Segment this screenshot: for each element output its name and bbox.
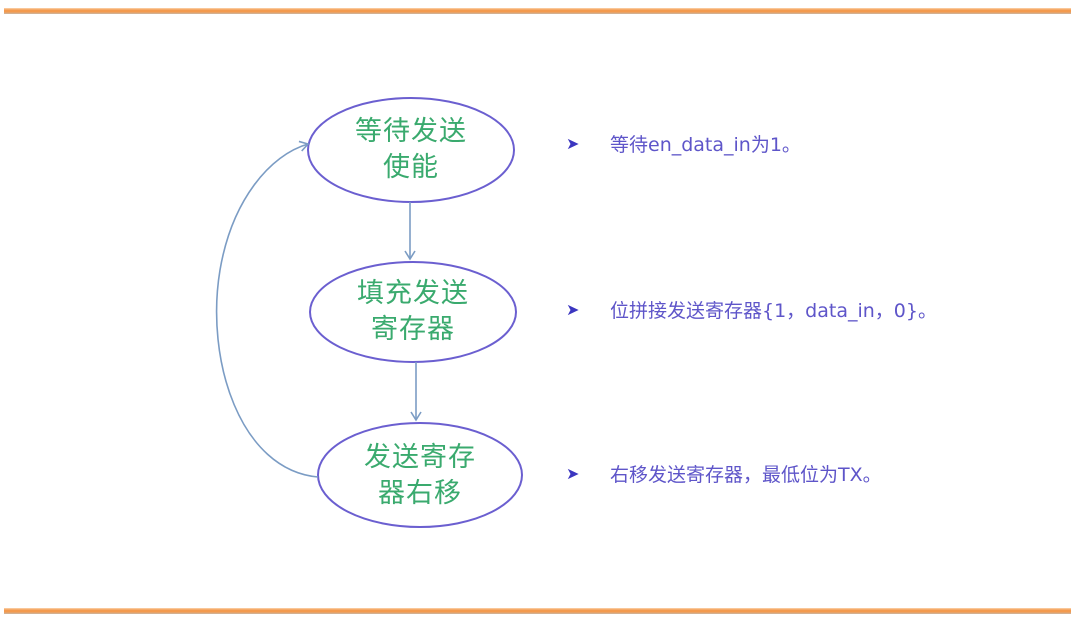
bullet-arrow-icon: ➤ <box>566 464 580 483</box>
bullet-fill: ➤ 位拼接发送寄存器{1，data_in，0}。 <box>566 296 937 323</box>
state-wait-line2: 使能 <box>383 152 439 183</box>
bullet-shift-text: 右移发送寄存器，最低位为TX。 <box>610 464 882 486</box>
state-fill-ellipse <box>309 261 517 363</box>
state-shift-label: 发送寄存 器右移 <box>320 440 520 512</box>
state-wait-line1: 等待发送 <box>355 116 467 147</box>
bottom-orange-rule <box>4 608 1071 614</box>
bullet-wait: ➤ 等待en_data_in为1。 <box>566 130 801 157</box>
state-fill-label: 填充发送 寄存器 <box>313 276 513 348</box>
state-wait-label: 等待发送 使能 <box>311 114 511 186</box>
state-shift-ellipse <box>317 422 523 528</box>
state-shift-line2: 器右移 <box>378 478 462 509</box>
state-fill-line2: 寄存器 <box>371 314 455 345</box>
bullet-shift: ➤ 右移发送寄存器，最低位为TX。 <box>566 460 882 487</box>
top-orange-rule <box>4 8 1071 14</box>
bullet-fill-text: 位拼接发送寄存器{1，data_in，0}。 <box>610 300 937 322</box>
state-shift-line1: 发送寄存 <box>364 442 476 473</box>
state-fill-line1: 填充发送 <box>357 278 469 309</box>
bullet-wait-text: 等待en_data_in为1。 <box>610 134 801 156</box>
arrow-shift-to-wait-loop <box>215 140 319 478</box>
bullet-arrow-icon: ➤ <box>566 134 580 153</box>
bullet-arrow-icon: ➤ <box>566 300 580 319</box>
